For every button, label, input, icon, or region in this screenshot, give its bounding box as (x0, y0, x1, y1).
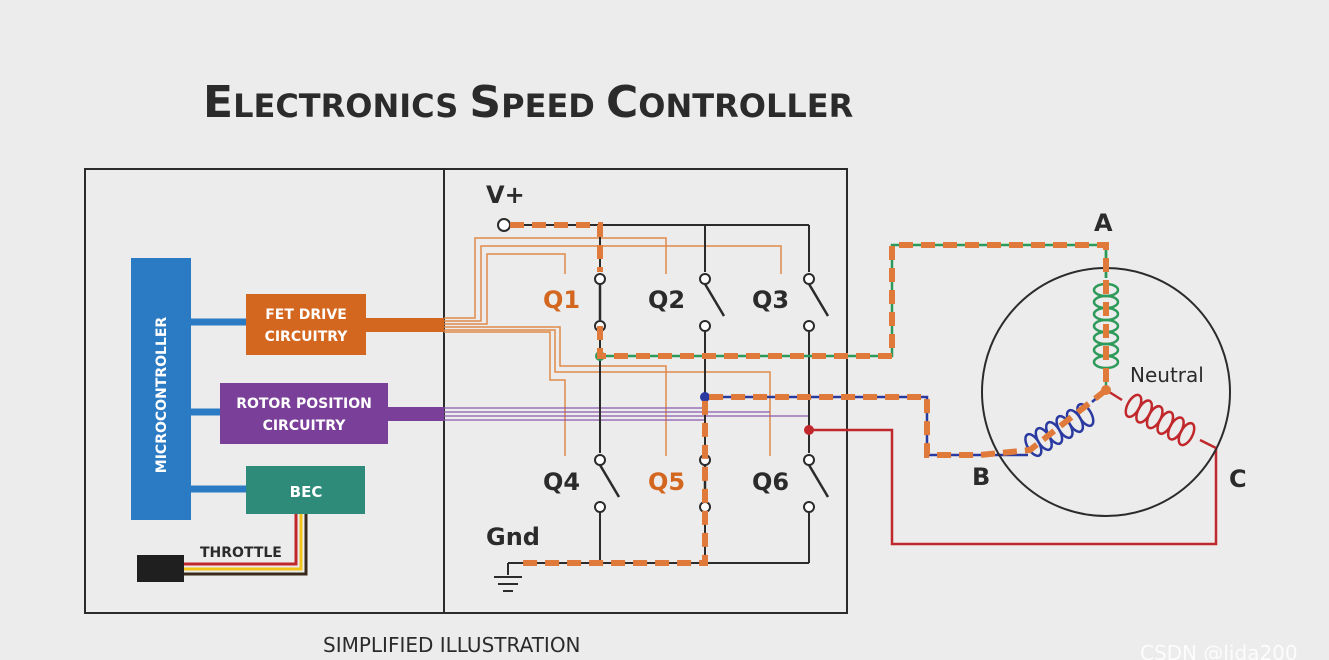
fet-drive-block (246, 294, 366, 355)
gnd-label: Gnd (486, 523, 540, 551)
caption: SIMPLIFIED ILLUSTRATION (323, 633, 581, 657)
rotor-bus-thick (388, 407, 444, 421)
switch-q4 (594, 454, 621, 513)
label-q2: Q2 (648, 286, 685, 314)
node-phase-c (804, 425, 814, 435)
label-q6: Q6 (752, 468, 789, 496)
node-phase-b (700, 392, 710, 402)
switch-q3 (803, 273, 830, 332)
terminal-b-label: B (972, 463, 990, 491)
fet-bus-thick (366, 318, 444, 332)
fet-drive-label-1: FET DRIVE (265, 307, 347, 323)
ground-symbol (494, 563, 522, 592)
label-q4: Q4 (543, 468, 580, 496)
rotor-sense-lines (444, 407, 809, 421)
switch-q6 (803, 454, 830, 513)
current-path (510, 222, 1109, 566)
rotor-position-label-2: CIRCUITRY (263, 418, 347, 434)
throttle-connector (137, 555, 184, 582)
bec-label: BEC (290, 483, 323, 501)
switch-q2 (699, 273, 726, 332)
fet-drive-label-2: CIRCUITRY (265, 329, 349, 345)
microcontroller-block (131, 258, 191, 520)
page-title: ELECTRONICS SPEED CONTROLLER (203, 77, 853, 128)
rotor-position-label-1: ROTOR POSITION (236, 396, 372, 412)
neutral-label: Neutral (1130, 363, 1204, 387)
microcontroller-label: MICROCONTROLLER (154, 317, 170, 474)
coil-c (1105, 388, 1217, 450)
throttle-wires (184, 514, 308, 576)
label-q3: Q3 (752, 286, 789, 314)
watermark: CSDN @lida200 (1140, 641, 1298, 660)
terminal-c-label: C (1229, 465, 1247, 493)
phase-c-wire (809, 428, 1218, 546)
vplus-label: V+ (486, 181, 525, 209)
switch-q5 (699, 454, 711, 513)
bec-block (246, 466, 365, 514)
fet-gate-lines (444, 237, 782, 456)
throttle-label: THROTTLE (200, 545, 282, 561)
label-q1: Q1 (543, 286, 580, 314)
label-q5: Q5 (648, 468, 685, 496)
vplus-terminal (497, 218, 511, 232)
phase-b-wire (705, 395, 1028, 457)
terminal-a-label: A (1094, 209, 1113, 237)
controller-outer-box (84, 168, 848, 614)
switch-q1 (594, 273, 606, 332)
rotor-position-block (220, 383, 388, 444)
